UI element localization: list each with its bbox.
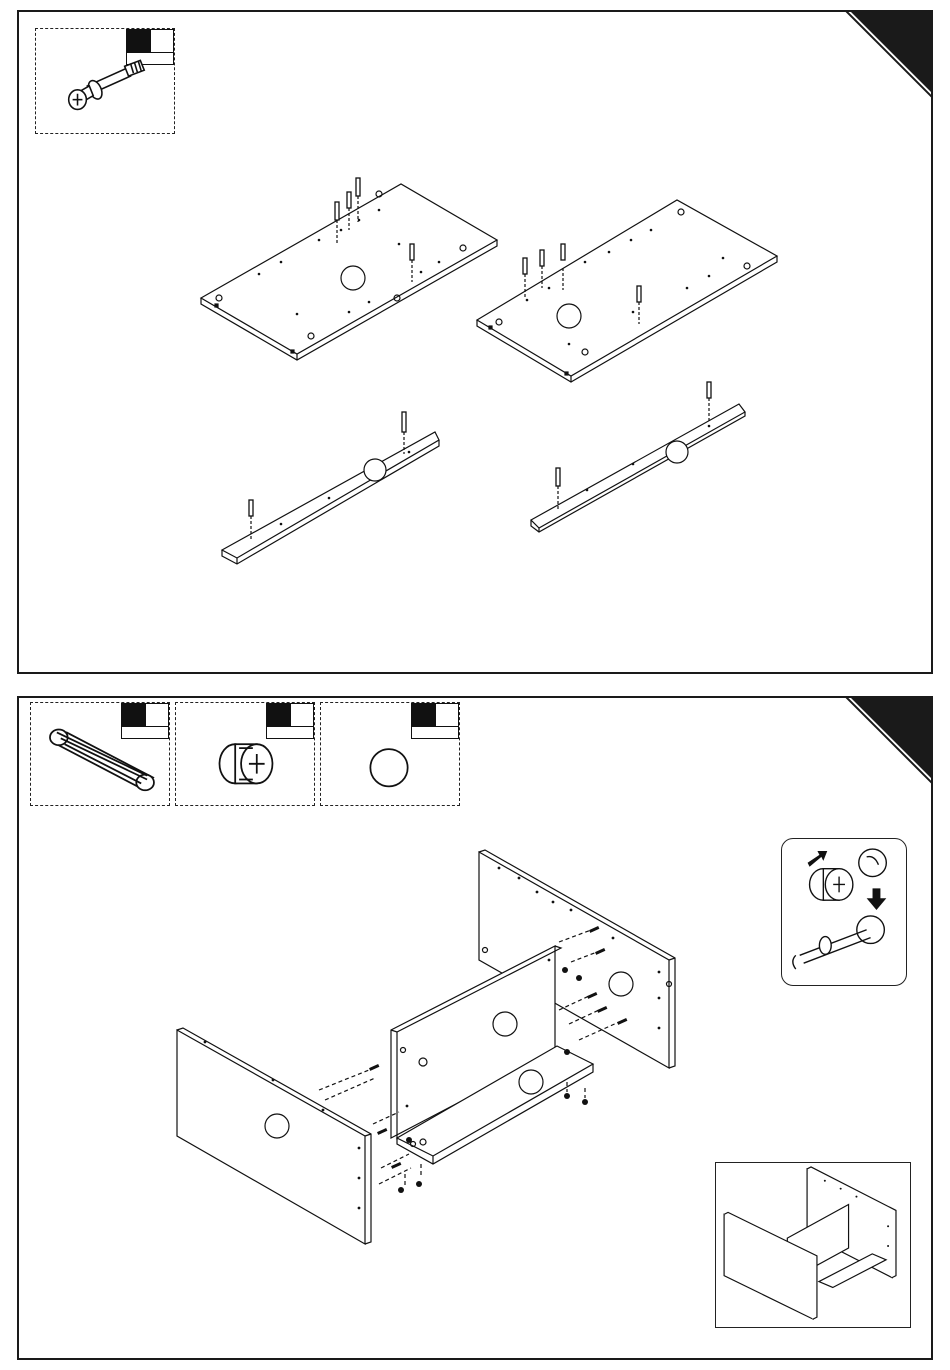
cam-lock-detail-inset — [781, 838, 907, 986]
assembled-preview-inset — [715, 1162, 911, 1328]
left-side-panel — [177, 1028, 371, 1244]
assembled-drawer-frame — [716, 1163, 910, 1327]
cam-lock-rotation-detail — [782, 839, 906, 985]
rail-right — [531, 404, 745, 532]
step-1-diagram — [19, 12, 931, 672]
rail-left — [222, 432, 439, 564]
bottom-panel — [477, 200, 777, 382]
step-1-panel — [17, 10, 933, 674]
step-2-panel — [17, 696, 933, 1360]
